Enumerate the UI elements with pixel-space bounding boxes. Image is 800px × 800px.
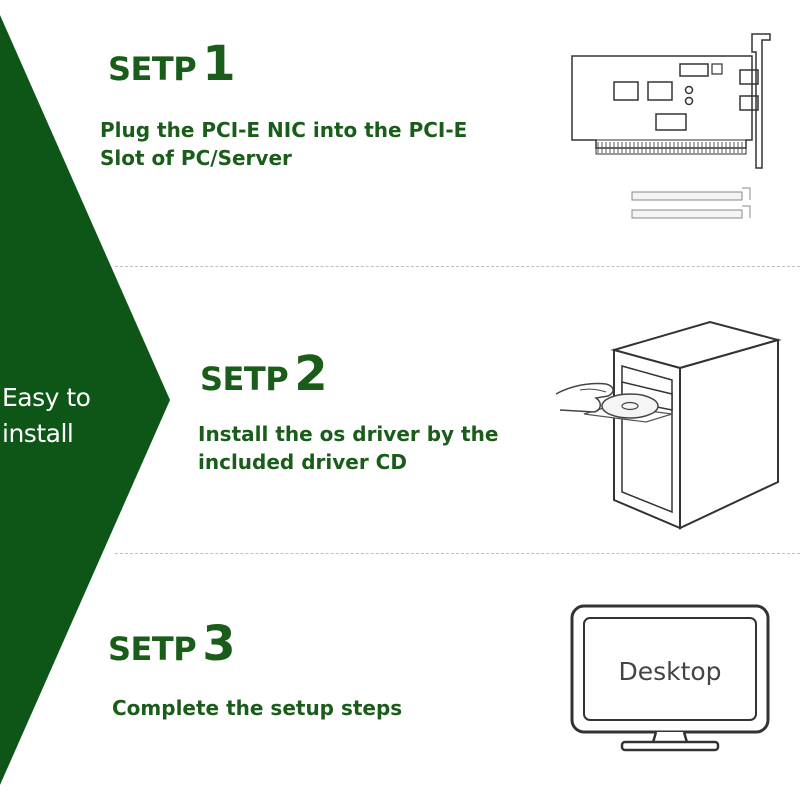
- step-1-desc-line-2: Slot of PC/Server: [100, 146, 292, 170]
- step-3-description: Complete the setup steps: [112, 694, 402, 722]
- step-2-number: 2: [294, 346, 328, 402]
- step-1-word: SETP: [108, 50, 197, 88]
- monitor-icon: Desktop: [570, 604, 770, 752]
- step-1-description: Plug the PCI-E NIC into the PCI-E Slot o…: [100, 116, 467, 172]
- step-3-desc-line-1: Complete the setup steps: [112, 696, 403, 720]
- step-3-word: SETP: [108, 630, 197, 668]
- step-2-desc-line-1: Install the os driver by the: [198, 422, 499, 446]
- step-1-number: 1: [202, 36, 236, 92]
- step-1-desc-line-1: Plug the PCI-E NIC into the PCI-E: [100, 118, 468, 142]
- divider-2: [115, 553, 800, 554]
- step-3-number: 3: [202, 616, 236, 672]
- easy-to-install-label: Easy to install: [2, 383, 91, 448]
- step-2-description: Install the os driver by the included dr…: [198, 420, 498, 476]
- monitor-screen-text: Desktop: [618, 657, 721, 686]
- pc-tower-cd-icon: [555, 320, 782, 530]
- step-2-word: SETP: [200, 360, 289, 398]
- pci-card-icon: [571, 33, 771, 219]
- divider-1: [115, 266, 800, 267]
- step-2-desc-line-2: included driver CD: [198, 450, 407, 474]
